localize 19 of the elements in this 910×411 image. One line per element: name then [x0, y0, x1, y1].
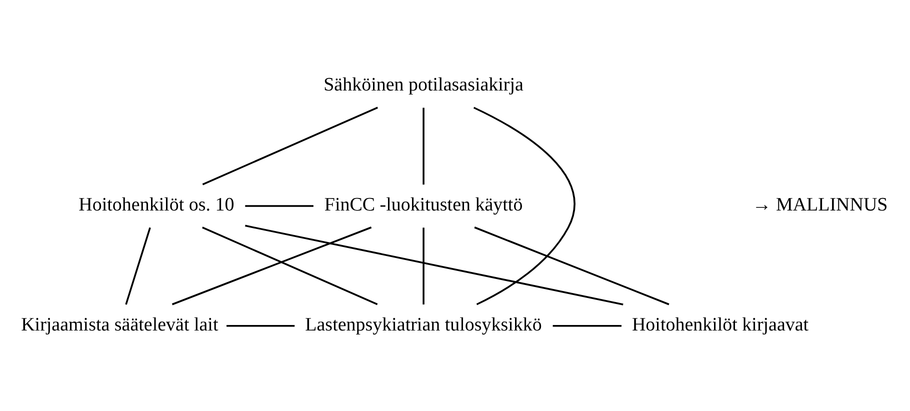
connector	[245, 204, 314, 206]
connector	[474, 226, 670, 305]
node-text: Hoitohenkilöt kirjaavat	[632, 314, 809, 335]
node-text: Lastenpsykiatrian tulosyksikkö	[305, 314, 542, 335]
connector	[226, 324, 295, 326]
connector	[422, 227, 424, 304]
connector	[202, 226, 378, 305]
connector	[202, 106, 378, 185]
connector	[245, 224, 624, 305]
connector	[552, 324, 622, 326]
connector	[473, 106, 576, 305]
node-text: FinCC -luokitusten käyttö	[324, 194, 523, 216]
node-text: Hoitohenkilöt os. 10	[78, 194, 234, 216]
label: → MALLINNUS	[752, 194, 888, 216]
connector	[422, 107, 424, 184]
connector	[172, 226, 372, 305]
connector	[125, 226, 151, 304]
node-text: Sähköinen potilasasiakirja	[324, 74, 524, 96]
node-text: Kirjaamista säätelevät lait	[21, 314, 218, 335]
